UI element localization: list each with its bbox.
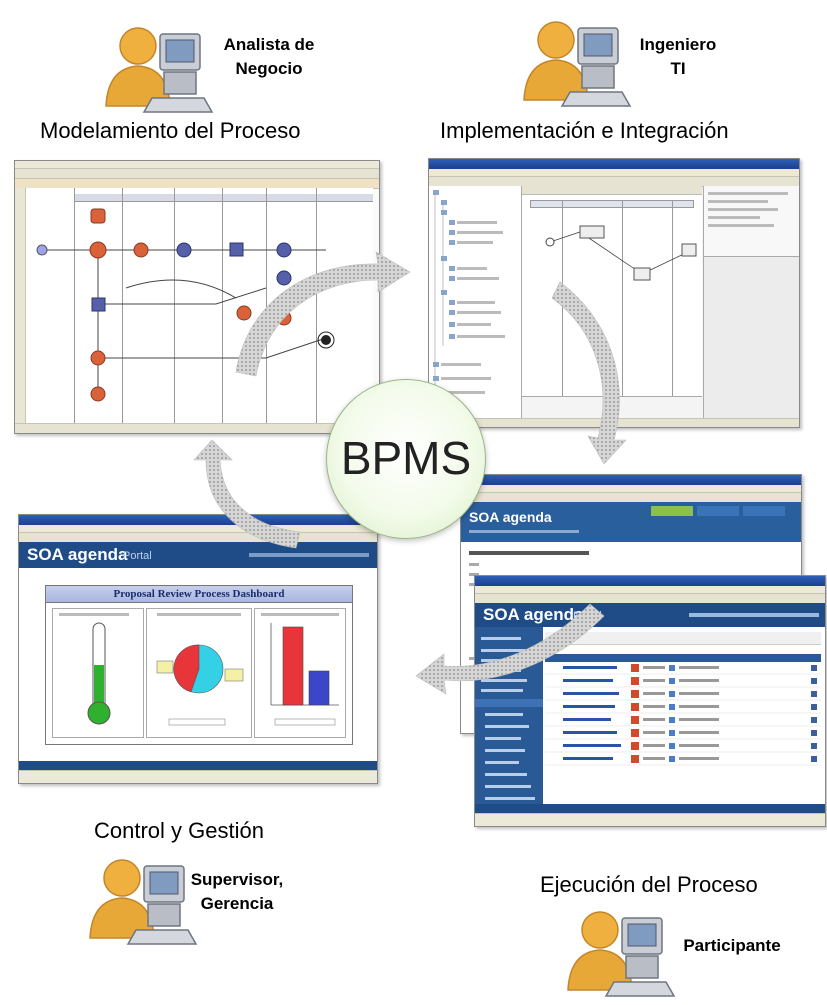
status-bar [15, 423, 379, 433]
portal-label: Portal [123, 550, 152, 562]
pie-chart-graphic [156, 613, 244, 726]
app-title: SOA agenda [483, 605, 584, 624]
bar-chart-graphic [261, 613, 339, 726]
nav-links[interactable] [249, 553, 369, 557]
role-participant-label: Participante [683, 936, 781, 955]
diagram-canvas [26, 188, 373, 423]
computer-icon [142, 33, 214, 113]
thermometer-gauge [59, 613, 129, 725]
nav-tab[interactable] [743, 506, 785, 516]
phase-control-title: Control y Gestión [94, 818, 264, 843]
modeling-screenshot [14, 160, 380, 434]
phase-implementation-title: Implementación e Integración [440, 118, 729, 143]
phase-modeling-title: Modelamiento del Proceso [40, 118, 301, 143]
table-header [545, 654, 821, 662]
nav-tab-active[interactable] [651, 506, 693, 516]
role-analyst-label: Analista de Negocio [223, 35, 315, 78]
computer-icon [560, 27, 632, 107]
nav-links[interactable] [689, 613, 819, 617]
dashboard-screenshot: SOA agenda Portal Proposal Review Proces… [18, 514, 378, 784]
phase-execution-title: Ejecución del Proceso [540, 872, 758, 897]
app-title: SOA agenda [469, 509, 552, 525]
titlebar [475, 576, 825, 586]
implementation-diagram [545, 225, 697, 281]
user-icon [567, 911, 633, 991]
bpms-label: BPMS [340, 432, 472, 484]
bar-chart [254, 608, 346, 738]
menubar [475, 586, 825, 594]
arrow-modeling-to-implementation [235, 251, 411, 377]
arrow-implementation-to-execution [551, 281, 627, 465]
dashboard-panel: Proposal Review Process Dashboard [45, 585, 353, 745]
participant-user-computer-icon [567, 911, 676, 997]
arrow-execution-to-control [415, 603, 605, 695]
task-table [545, 632, 821, 772]
menubar [15, 161, 379, 169]
bpms-center-circle: BPMS [326, 379, 486, 539]
titlebar [461, 475, 801, 485]
properties-panel [703, 186, 799, 257]
project-tree [433, 190, 505, 406]
portal-header: SOA agenda [461, 502, 801, 542]
portal-footer [19, 761, 377, 771]
supervisor-user-computer-icon [89, 859, 198, 945]
thermometer-chart [52, 608, 144, 738]
palette-panel [15, 188, 26, 423]
portal-header: SOA agenda Portal [19, 542, 377, 568]
role-engineer-label: Ingeniero TI [639, 35, 717, 78]
engineer-user-computer-icon [523, 21, 632, 107]
lane-header [74, 194, 373, 202]
analyst-user-computer-icon [105, 27, 214, 113]
menubar [461, 485, 801, 493]
task-rows [545, 664, 821, 766]
titlebar [19, 515, 377, 525]
user-icon [523, 21, 589, 101]
agenda-front-screenshot: SOA agenda Portal [474, 575, 826, 827]
status-bar [19, 770, 377, 783]
computer-icon [126, 865, 198, 945]
role-supervisor-label: Supervisor, Gerencia [190, 870, 284, 913]
menubar [19, 525, 377, 533]
portal-footer [475, 804, 825, 814]
pie-chart [146, 608, 252, 738]
titlebar [429, 159, 799, 169]
project-tree-panel [429, 186, 522, 419]
menubar [429, 169, 799, 177]
arrow-control-to-modeling [193, 439, 301, 549]
dashboard-title: Proposal Review Process Dashboard [46, 586, 352, 603]
computer-icon [604, 917, 676, 997]
status-bar [475, 813, 825, 826]
nav-tab[interactable] [697, 506, 739, 516]
app-title: SOA agenda [27, 545, 128, 564]
toolbar [15, 169, 379, 179]
